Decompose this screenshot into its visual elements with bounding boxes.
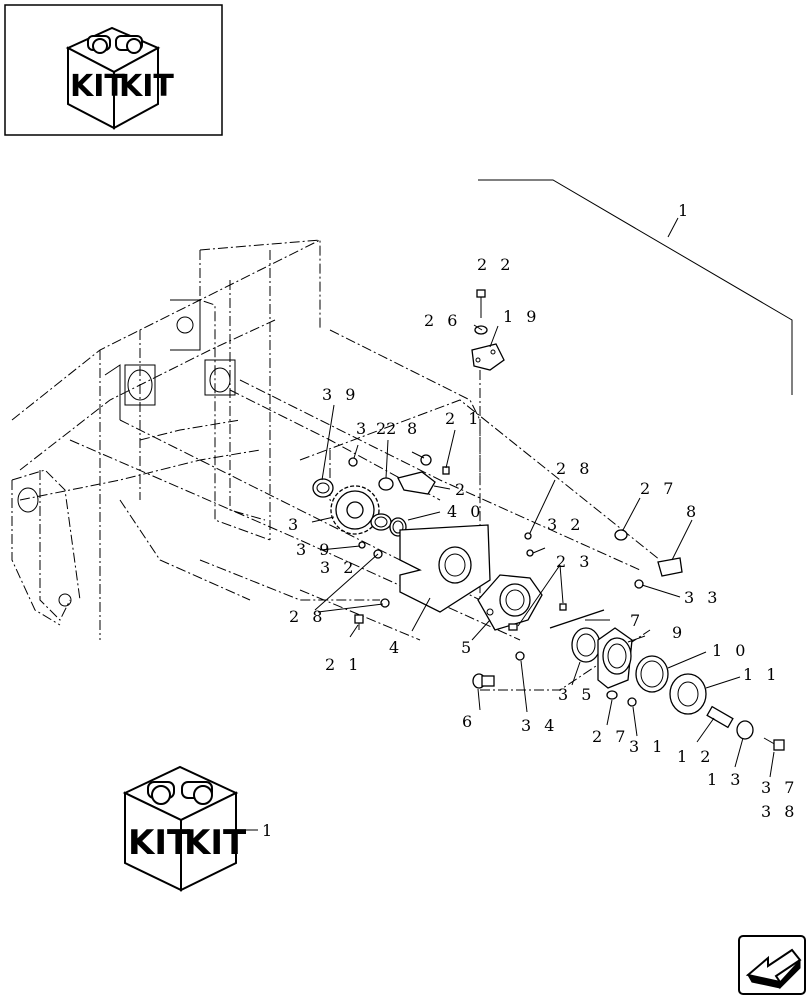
washer-27-upper (614, 529, 628, 541)
callout-8-upper: 8 (407, 419, 421, 438)
nut-32-right (526, 549, 534, 557)
callout-38: 3 8 (761, 802, 798, 821)
nut-28-lower (380, 598, 390, 608)
callout-34: 3 4 (521, 716, 558, 735)
callout-3-upper: 3 (356, 419, 370, 438)
callout-13: 1 3 (707, 770, 744, 789)
washer-39-upper (312, 478, 334, 498)
callout-2: 2 (455, 480, 469, 499)
flange-5 (477, 574, 543, 631)
plate-4 (399, 524, 491, 613)
nut-28-right (524, 532, 532, 540)
bracket-19 (471, 343, 505, 371)
callout-8-right: 8 (686, 502, 700, 521)
callout-32-left: 3 2 (320, 558, 357, 577)
bolt-21-upper (442, 466, 450, 475)
nut-33 (634, 579, 644, 589)
nut-34 (515, 651, 525, 661)
leader-lines (311, 324, 775, 778)
callout-10: 1 0 (712, 641, 749, 660)
callout-27-lower: 2 7 (592, 727, 629, 746)
bolt-22-top (476, 289, 486, 318)
sprocket-3 (330, 485, 380, 535)
bolt-21-lower (354, 614, 364, 630)
kit-frame-top: KIT KIT (4, 4, 223, 136)
callout-27-upper: 2 7 (640, 479, 677, 498)
parts (312, 289, 785, 751)
washer-13 (736, 720, 754, 740)
rod-7 (549, 609, 605, 629)
callout-21-upper: 2 1 (445, 409, 482, 428)
bolt-23-b (559, 603, 567, 611)
callout-11: 1 1 (743, 665, 780, 684)
bracket-8 (657, 557, 683, 577)
callout-12: 1 2 (677, 747, 714, 766)
callout-37: 3 7 (761, 778, 798, 797)
callout-5: 5 (461, 638, 475, 657)
assembly-bracket: 1 (478, 179, 793, 395)
nut-32-left (358, 541, 366, 549)
callout-1-kit: 1 (262, 821, 276, 840)
callout-21-lower: 2 1 (325, 655, 362, 674)
callout-28-right: 2 8 (556, 459, 593, 478)
bolt-37 (763, 737, 785, 751)
kit-label-right: KIT (119, 69, 174, 104)
bolt-23-a (508, 623, 518, 631)
nut-3-upper (348, 457, 358, 467)
bracket-2 (397, 471, 436, 495)
kit-box-icon: KIT KIT (65, 26, 174, 130)
nav-back-button[interactable] (738, 935, 806, 995)
arrow-back-icon (745, 948, 802, 990)
callout-22-top: 2 2 (477, 255, 514, 274)
callout-22-mid: 22 (376, 419, 396, 438)
callout-19: 1 9 (503, 307, 540, 326)
bolt-6 (472, 673, 495, 689)
nut-31 (627, 697, 637, 707)
washer-39-lower (370, 513, 392, 531)
callout-39-upper: 3 9 (322, 385, 359, 404)
callout-39-lower: 3 9 (296, 540, 333, 559)
kit-label-left: KIT (70, 69, 125, 104)
callout-23: 2 3 (556, 552, 593, 571)
nut-22 (378, 477, 394, 491)
hub-11 (669, 673, 707, 715)
callout-6: 6 (462, 712, 476, 731)
callout-28-left: 2 8 (289, 607, 326, 626)
callout-7: 7 (630, 611, 644, 630)
bearing-35 (571, 627, 601, 663)
housing-9 (597, 627, 633, 689)
callout-labels: 2 2 2 6 1 9 3 9 2 1 3 22 8 2 3 3 9 4 0 3… (288, 255, 798, 821)
nut-8 (420, 454, 432, 466)
kit-bottom-label-right: KIT (184, 823, 247, 863)
callout-9: 9 (672, 623, 686, 642)
callout-31: 3 1 (629, 737, 666, 756)
kit-box-bottom: KIT KIT 1 (122, 765, 276, 892)
callout-3-sprocket: 3 (288, 515, 302, 534)
washer-27-lower (606, 690, 618, 700)
callout-40: 4 0 (447, 502, 484, 521)
callout-35: 3 5 (558, 685, 595, 704)
callout-1-assembly: 1 (678, 201, 692, 220)
callout-4: 4 (389, 638, 403, 657)
kit-bottom-label-left: KIT (128, 823, 191, 863)
callout-33: 3 3 (684, 588, 721, 607)
spring-12 (706, 705, 734, 729)
callout-26: 2 6 (424, 311, 461, 330)
callout-32-right: 3 2 (547, 515, 584, 534)
